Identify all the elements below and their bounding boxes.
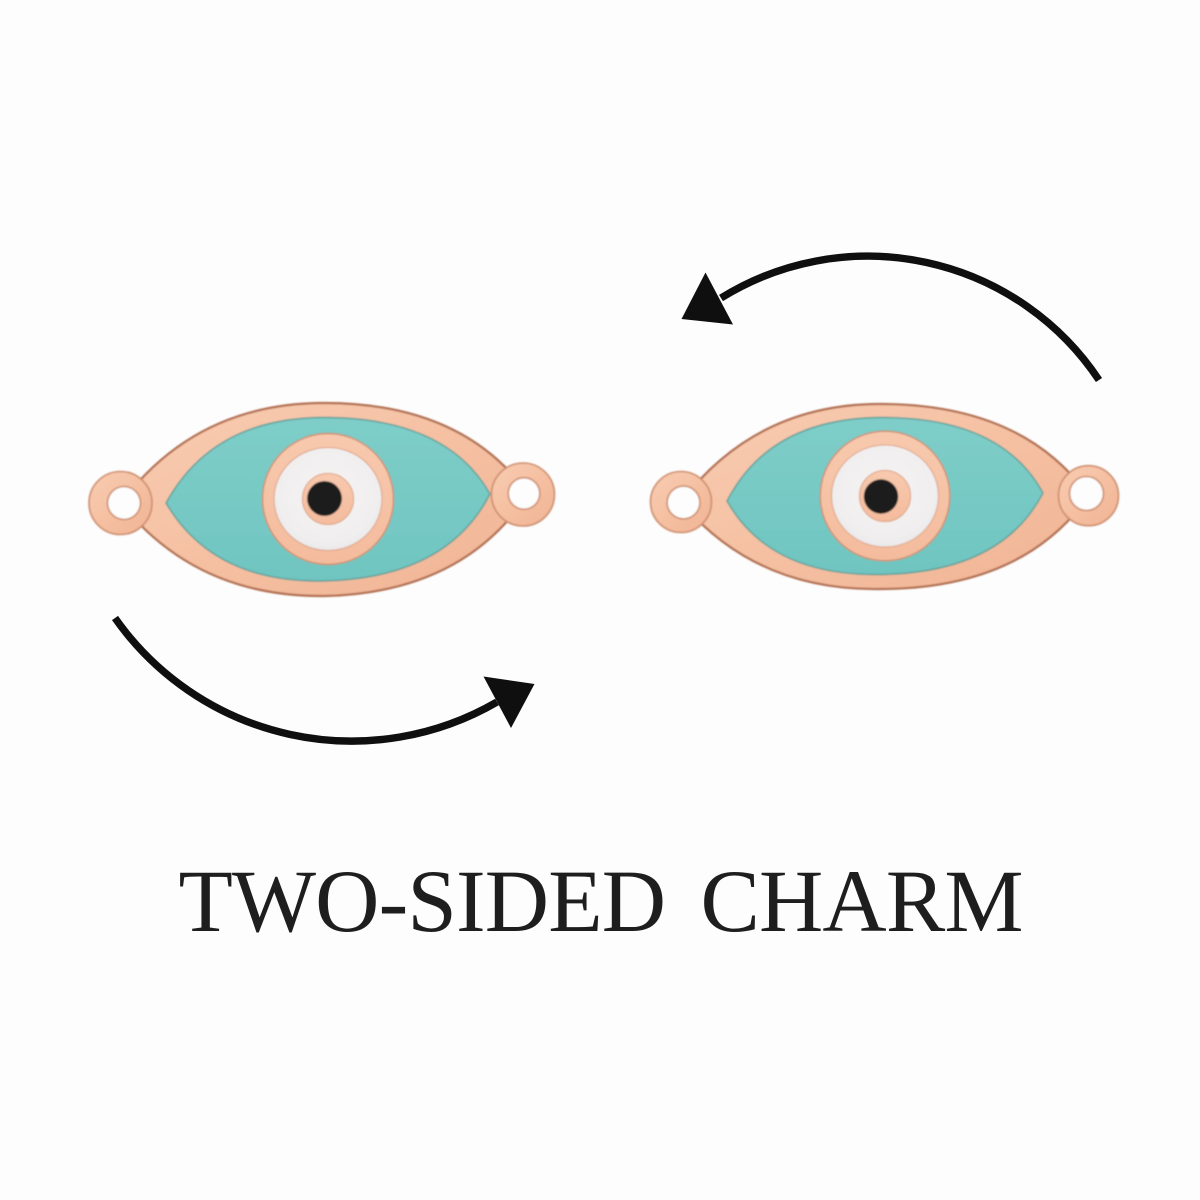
svg-text:TWO-SIDED CHARM: TWO-SIDED CHARM [179,853,1024,951]
